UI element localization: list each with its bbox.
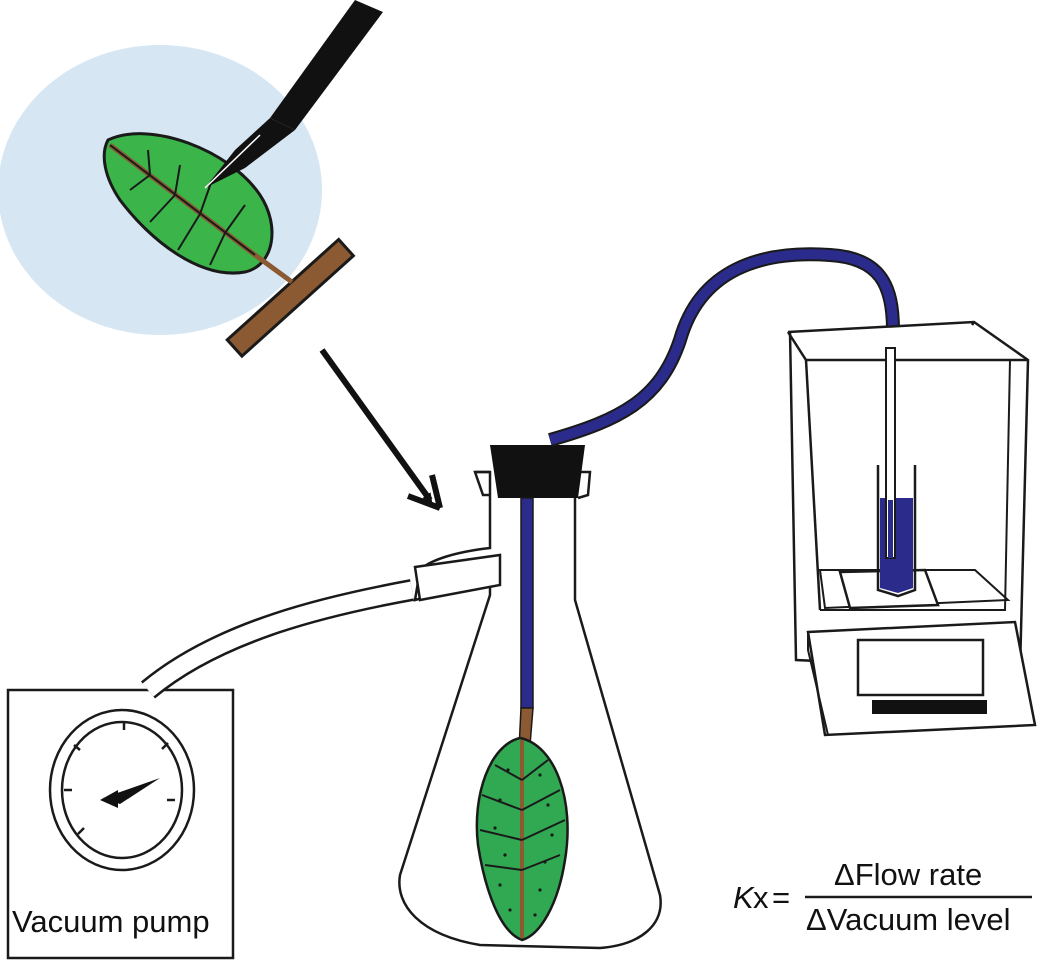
draft-shield [787,320,1030,672]
gauge-icon [48,708,196,872]
beaker [876,465,917,598]
display-panel [856,638,985,697]
formula-denominator: ΔVacuum level [806,902,1011,937]
rubber-stopper [490,445,585,498]
leaf-cutting-scene [0,0,383,359]
scalpel-icon [204,0,383,189]
stem-base [225,237,356,359]
formula-lhs-symbol: K [733,880,755,915]
formula-lhs-subscript: x [753,880,769,915]
analytical-balance [786,320,1037,737]
leaf-in-flask-icon [475,736,569,942]
vacuum-pump: Vacuum pump [6,688,235,960]
formula-equals: = [772,880,790,915]
arrowhead-icon [406,474,443,511]
conductance-formula: K x = ΔFlow rate ΔVacuum level [733,857,1032,937]
pump-label: Vacuum pump [12,904,210,939]
process-arrow [319,348,433,504]
formula-numerator: ΔFlow rate [834,857,982,892]
display-readout [872,700,987,714]
filter-flask [398,445,662,950]
beaker-liquid [880,498,913,593]
glass-tube [520,497,534,709]
side-arm [413,553,502,602]
